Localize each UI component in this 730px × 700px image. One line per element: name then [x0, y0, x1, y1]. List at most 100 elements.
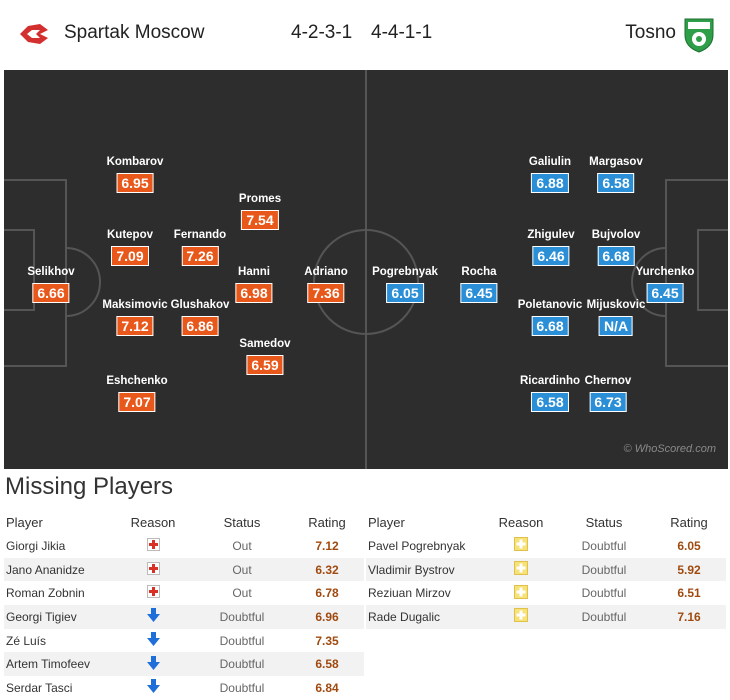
player-rating-badge: 7.12	[116, 316, 154, 336]
missing-player-name[interactable]: Georgi Tigiev	[4, 605, 112, 629]
injury-icon	[146, 561, 160, 578]
away-player[interactable]: Yurchenko 6.45	[635, 265, 695, 303]
col-player: Player	[368, 514, 405, 530]
reason-cell	[112, 581, 194, 605]
missing-player-name[interactable]: Giorgi Jikia	[6, 538, 66, 553]
status-text: Out	[232, 538, 252, 553]
col-player: Player	[6, 514, 43, 530]
player-name: Kombarov	[106, 156, 164, 168]
away-player[interactable]: Bujvolov 6.68	[591, 228, 641, 266]
missing-player-name[interactable]: Reziuan Mirzov	[368, 586, 451, 601]
player-rating-badge: 6.58	[597, 173, 635, 193]
missing-players-title: Missing Players	[5, 473, 174, 500]
home-missing-table: Player Reason Status Rating Giorgi Jikia…	[4, 510, 364, 700]
status-text: Doubtful	[556, 557, 652, 582]
status-text: Doubtful	[556, 605, 652, 629]
rating-text: 6.84	[315, 680, 339, 695]
rating-text: 7.35	[315, 633, 339, 648]
player-name: Maksimovic	[102, 299, 168, 311]
reason-cell	[112, 605, 194, 629]
doubtful-icon	[514, 561, 528, 578]
player-rating-badge: 7.36	[307, 283, 345, 303]
missing-player-name[interactable]: Artem Timofeev	[4, 652, 112, 677]
arrow-down-icon	[146, 679, 160, 696]
missing-player-name[interactable]: Roman Zobnin	[6, 586, 85, 601]
player-name: Samedov	[239, 338, 291, 350]
player-rating-badge: 6.45	[646, 283, 684, 303]
player-name: Hanni	[238, 266, 270, 278]
player-name: Yurchenko	[635, 266, 695, 278]
player-rating-badge: 6.59	[246, 355, 284, 375]
status-text: Doubtful	[219, 633, 265, 648]
missing-player-name[interactable]: Rade Dugalic	[366, 605, 486, 629]
player-name: Glushakov	[170, 299, 230, 311]
col-status: Status	[585, 514, 623, 530]
player-rating-badge: 6.95	[116, 173, 154, 193]
missing-player-name[interactable]: Pavel Pogrebnyak	[368, 538, 466, 553]
home-team-name[interactable]: Spartak Moscow	[64, 22, 205, 43]
away-team-name[interactable]: Tosno	[625, 22, 676, 43]
player-rating-badge: 6.68	[597, 246, 635, 266]
status-text: Doubtful	[581, 538, 627, 553]
doubtful-icon	[514, 584, 528, 602]
player-rating-badge: 7.09	[111, 246, 149, 266]
player-rating-badge: 6.46	[532, 246, 570, 266]
player-rating-badge: 7.54	[241, 210, 279, 230]
rating-text: 6.51	[677, 586, 701, 601]
player-name: Bujvolov	[591, 229, 641, 241]
home-player[interactable]: Samedov 6.59	[239, 337, 291, 375]
reason-cell	[112, 629, 194, 653]
home-player[interactable]: Hanni 6.98	[235, 265, 273, 303]
player-rating-badge: 6.66	[32, 283, 70, 303]
tosno-logo-icon	[682, 15, 716, 53]
missing-player-name[interactable]: Vladimir Bystrov	[366, 557, 486, 582]
home-player[interactable]: Maksimovic 7.12	[102, 298, 168, 336]
col-status: Status	[223, 514, 261, 530]
player-rating-badge: 6.58	[531, 392, 569, 412]
player-rating-badge: 6.98	[235, 283, 273, 303]
reason-cell	[486, 534, 556, 558]
home-player[interactable]: Selikhov 6.66	[27, 265, 75, 303]
player-rating-badge: 7.26	[181, 246, 219, 266]
reason-cell	[112, 557, 194, 582]
reason-cell	[486, 581, 556, 605]
home-player[interactable]: Kutepov 7.09	[107, 228, 153, 266]
missing-player-name[interactable]: Zé Luís	[6, 633, 47, 648]
player-name: Galiulin	[528, 156, 572, 168]
col-reason: Reason	[130, 514, 176, 530]
player-name: Kutepov	[107, 229, 153, 241]
player-name: Selikhov	[27, 266, 75, 278]
missing-player-name[interactable]: Serdar Tasci	[6, 680, 73, 695]
missing-player-name[interactable]: Jano Ananidze	[4, 557, 112, 582]
status-text: Doubtful	[194, 605, 290, 629]
reason-cell	[112, 534, 194, 558]
missing-player-row[interactable]: Zé Luís Doubtful 7.35	[4, 629, 364, 653]
home-player[interactable]: Kombarov 6.95	[106, 155, 164, 193]
reason-cell	[486, 605, 556, 629]
rating-text: 5.92	[652, 557, 726, 582]
